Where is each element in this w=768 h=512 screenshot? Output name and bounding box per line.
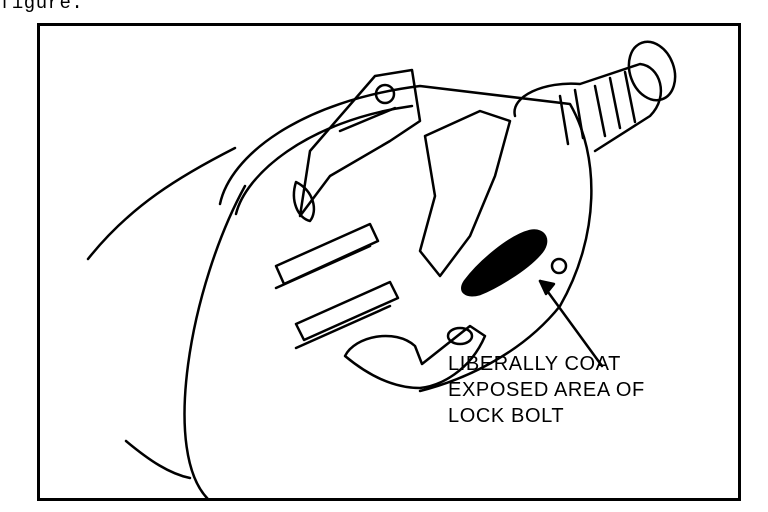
callout-line-1: LIBERALLY COAT	[448, 353, 621, 375]
shaft-tip	[627, 40, 677, 102]
callout-leader-line	[538, 279, 604, 368]
column-housing-end	[183, 184, 247, 498]
slot-left	[292, 180, 316, 223]
steering-column-lock-illustration	[86, 40, 677, 498]
rib-3	[294, 280, 400, 342]
callout-label: LIBERALLY COAT EXPOSED AREA OF LOCK BOLT	[448, 351, 645, 429]
caption-fragment: figure.	[0, 0, 84, 14]
column-housing-lower-edge	[124, 439, 192, 480]
lock-bolt	[461, 229, 548, 297]
rib-1	[274, 222, 380, 286]
column-housing-upper-edge	[86, 146, 237, 261]
lock-housing-inner-rim	[234, 104, 414, 216]
shaft-body	[513, 62, 662, 153]
illustration-frame	[37, 23, 741, 501]
spline-5	[573, 88, 585, 140]
spline-2	[608, 76, 622, 130]
rib-2	[274, 244, 372, 290]
rib-4	[294, 304, 392, 350]
spline-3	[623, 70, 637, 124]
callout-line-2: EXPOSED AREA OF	[448, 379, 645, 401]
callout-arrowhead	[538, 279, 556, 296]
callout-line-3: LOCK BOLT	[448, 405, 565, 427]
lock-housing-face	[218, 84, 593, 393]
upper-tab-slot	[338, 106, 397, 133]
lower-lever	[343, 324, 487, 390]
upper-tab	[298, 68, 422, 218]
spline-4	[558, 94, 570, 146]
upper-tab-hole	[374, 83, 396, 105]
lock-bolt-pin	[550, 257, 568, 275]
central-block	[418, 109, 512, 278]
spline-1	[593, 84, 607, 138]
lower-lever-hole	[446, 326, 474, 346]
